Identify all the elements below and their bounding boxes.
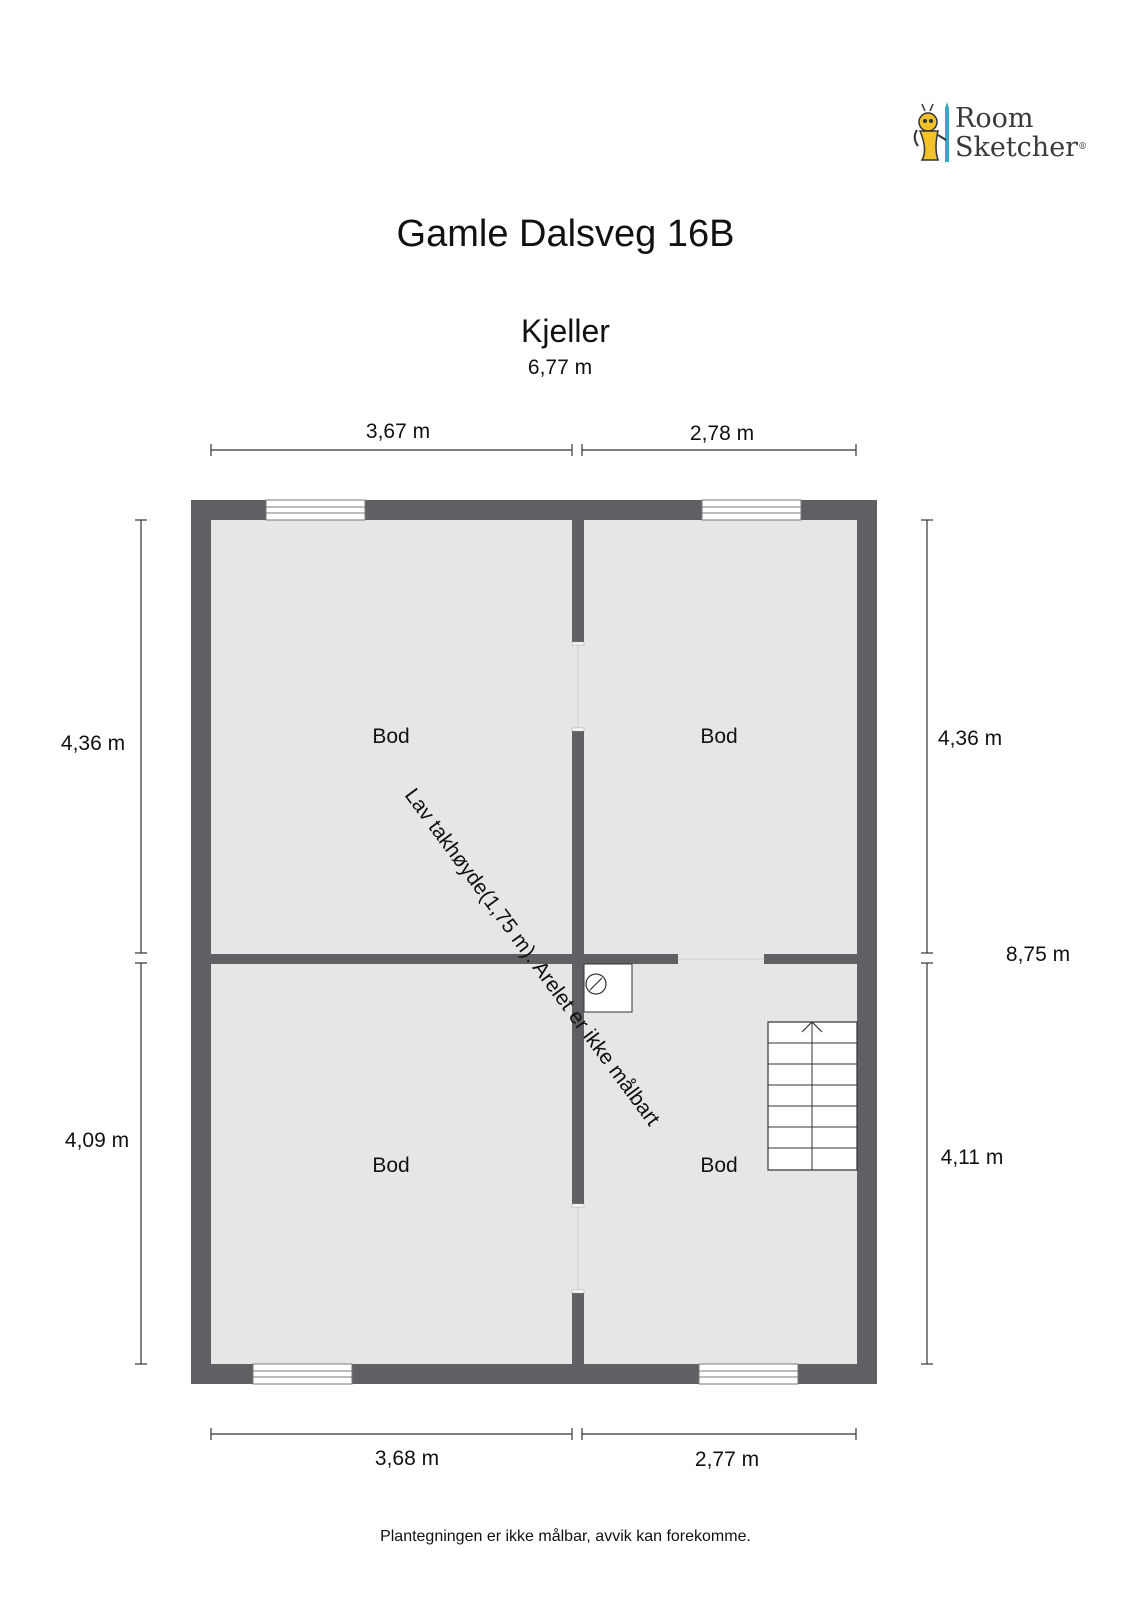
disclaimer-footer: Plantegningen er ikke målbar, avvik kan … — [380, 1528, 751, 1545]
window-bottom-left — [252, 1363, 353, 1385]
roomsketcher-mascot-icon — [913, 102, 949, 162]
window-top-right — [701, 499, 802, 521]
room-label-bottom-left: Bod — [372, 1154, 409, 1177]
dim-bottom-left: 3,68 m — [375, 1447, 439, 1470]
window-bottom-right — [698, 1363, 799, 1385]
dim-right-top: 4,36 m — [938, 727, 1002, 750]
stairs-up-arrow — [801, 1021, 823, 1033]
room-label-bottom-right: Bod — [700, 1154, 737, 1177]
floor-name: Kjeller — [521, 313, 610, 349]
registered-mark: ® — [1078, 142, 1088, 152]
logo-line-2: Sketcher — [955, 132, 1079, 163]
room-floor-top-right — [584, 520, 857, 954]
room-floor-top-left — [211, 520, 572, 954]
dimension-lines — [135, 444, 933, 1440]
roomsketcher-logo: Room Sketcher® — [955, 104, 1087, 162]
logo-line-1: Room — [955, 103, 1034, 134]
dim-left-bottom: 4,09 m — [65, 1129, 129, 1152]
dim-top-right: 2,78 m — [690, 422, 754, 445]
drain-symbol — [583, 963, 633, 1013]
dim-left-top: 4,36 m — [61, 732, 125, 755]
page-title: Gamle Dalsveg 16B — [396, 213, 735, 255]
room-floor-bottom-left — [211, 964, 572, 1364]
dim-total-height: 8,75 m — [1006, 943, 1070, 966]
dim-top-left: 3,67 m — [366, 420, 430, 443]
dim-total-width: 6,77 m — [528, 356, 592, 379]
dim-right-bottom: 4,11 m — [941, 1146, 1004, 1169]
room-label-top-right: Bod — [700, 725, 737, 748]
stairs — [767, 1021, 858, 1171]
window-top-left — [265, 499, 366, 521]
room-label-top-left: Bod — [372, 725, 409, 748]
dim-bottom-right: 2,77 m — [695, 1448, 759, 1471]
